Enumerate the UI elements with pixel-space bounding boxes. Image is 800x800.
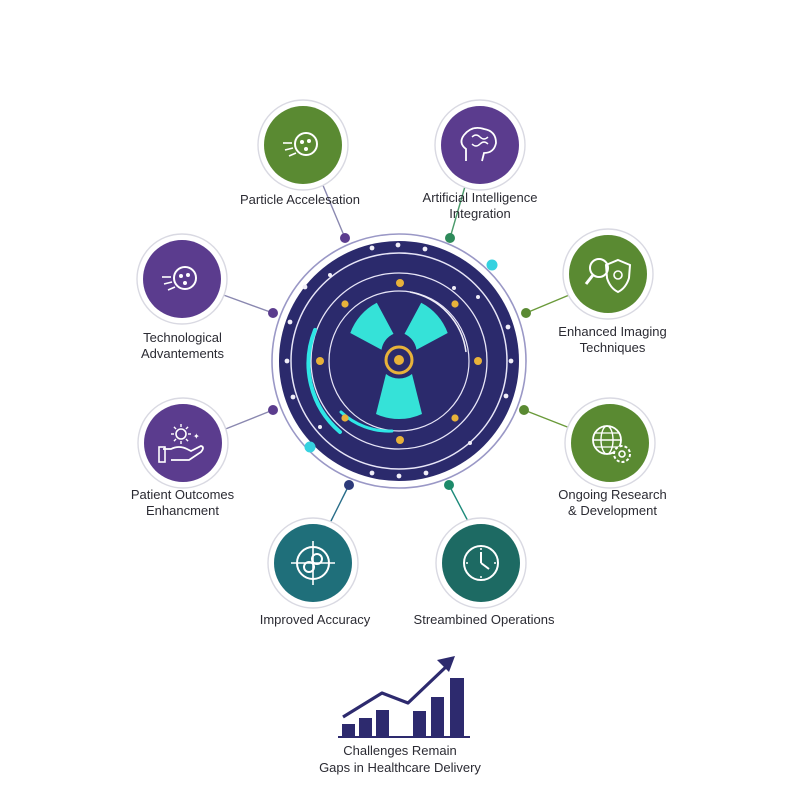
connector-imaging: [525, 292, 575, 314]
particle-icon: [162, 266, 197, 291]
connector-ai: [449, 182, 467, 239]
footer-line2: Gaps in Healthcare Delivery: [319, 760, 481, 775]
bar-chart-growth-icon: [338, 656, 470, 738]
bubble-research: [564, 397, 656, 489]
connector-research: [523, 409, 576, 431]
connector-patient: [217, 409, 274, 433]
footer-caption: Challenges Remain Gaps in Healthcare Del…: [270, 742, 530, 776]
svg-text:✦: ✦: [193, 432, 200, 441]
magnifier-shield-icon: [584, 258, 632, 294]
bubble-patient: ✦: [137, 397, 229, 489]
hand-sun-icon: ✦: [158, 424, 204, 463]
connector-accuracy: [327, 484, 350, 528]
clock-icon: [463, 545, 499, 581]
label-accuracy: Improved Accuracy: [259, 612, 371, 627]
bubble-particle: [257, 99, 349, 191]
label-tech: Technological Advantements: [140, 330, 225, 361]
globe-gear-icon: [592, 425, 631, 463]
connector-particle: [321, 182, 346, 239]
bubble-imaging: [562, 228, 654, 320]
label-patient: Patient Outcomes Enhancment: [130, 487, 235, 518]
bubble-accuracy: [267, 517, 359, 609]
label-research: Ongoing Research & Development: [558, 487, 667, 518]
label-imaging: Enhanced Imaging Techniques: [558, 324, 667, 355]
icon-bubbles: ✦: [136, 99, 656, 609]
brain-icon: [460, 126, 497, 162]
radiation-icon: [350, 302, 448, 420]
ring-anchors: [268, 233, 531, 490]
bubble-ai: [434, 99, 526, 191]
connector-tech: [217, 292, 274, 314]
connector-operations: [448, 484, 471, 526]
target-icon: [291, 541, 335, 585]
label-ai: Artificial Intelligence Integration: [422, 190, 538, 221]
label-particle: Particle Accelesation: [240, 192, 360, 207]
outer-ring: [271, 233, 527, 489]
bubble-operations: [435, 517, 527, 609]
bubble-tech: [136, 233, 228, 325]
particle-icon: [283, 132, 318, 157]
central-hub: [279, 241, 519, 481]
footer-line1: Challenges Remain: [343, 743, 457, 758]
connectors: [217, 182, 576, 528]
label-operations: Streambined Operations: [413, 612, 555, 627]
